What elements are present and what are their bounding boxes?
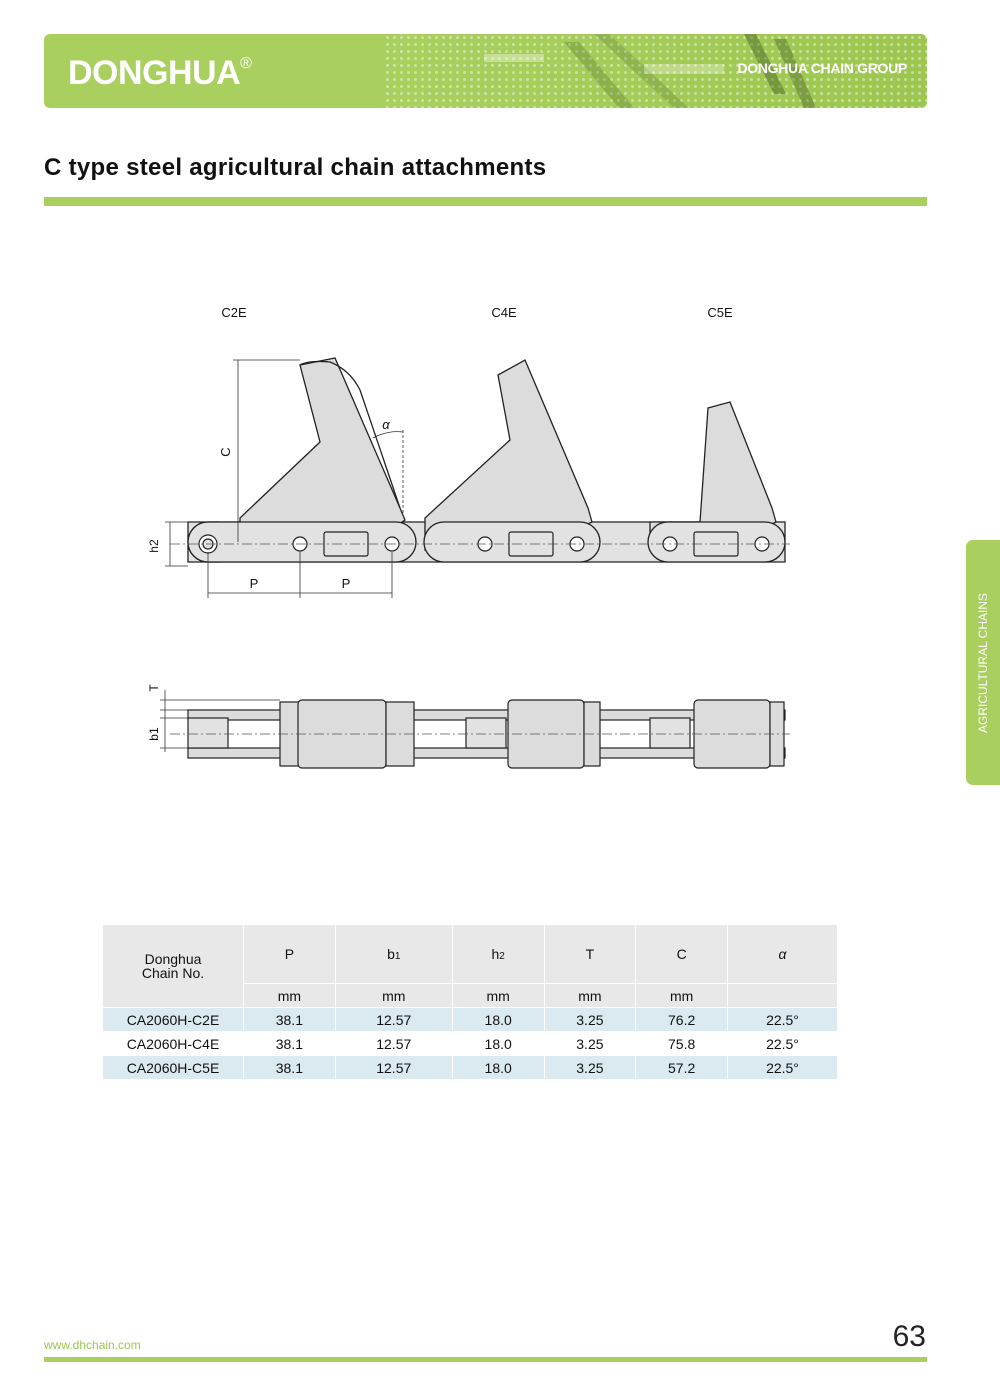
table-cell: 75.8 [635, 1031, 728, 1056]
table-cell: 22.5° [727, 1031, 838, 1056]
header-p: P [243, 925, 336, 984]
header-b1: b1 [335, 925, 453, 984]
label-p-first: P [250, 576, 259, 591]
table-cell: 18.0 [452, 1007, 545, 1032]
table-row: CA2060H-C4E 38.1 12.57 18.0 3.25 75.8 22… [103, 1031, 838, 1056]
table-cell: 76.2 [635, 1007, 728, 1032]
unit-cell: mm [544, 983, 637, 1008]
header-t: T [544, 925, 637, 984]
section-side-tab[interactable]: AGRICULTURAL CHAINS [966, 540, 1000, 785]
page-number: 63 [892, 1320, 926, 1353]
unit-cell: mm [452, 983, 545, 1008]
label-p-second: P [342, 576, 351, 591]
table-units-row: mm mm mm mm mm [103, 983, 838, 1008]
label-b1: b1 [147, 727, 161, 741]
unit-cell: mm [335, 983, 453, 1008]
table-cell: 18.0 [452, 1055, 545, 1079]
label-alpha: α [382, 417, 390, 432]
table-cell: 18.0 [452, 1031, 545, 1056]
table-cell: 12.57 [335, 1055, 453, 1079]
header-c: C [635, 925, 728, 984]
side-tab-label: AGRICULTURAL CHAINS [976, 592, 990, 733]
label-c4e: C4E [491, 305, 517, 320]
unit-cell: mm [243, 983, 336, 1008]
table-row: CA2060H-C5E 38.1 12.57 18.0 3.25 57.2 22… [103, 1055, 838, 1079]
table-cell: 12.57 [335, 1007, 453, 1032]
banner-dot-pattern [384, 34, 927, 108]
chain-attachment-drawing: C2E C4E C5E C α h2 P P T b1 [147, 305, 790, 769]
banner-machinery-image [484, 34, 816, 108]
table-cell: 22.5° [727, 1007, 838, 1032]
table-cell: 3.25 [544, 1031, 637, 1056]
label-h2: h2 [147, 539, 161, 553]
cell-chain-no: CA2060H-C2E [103, 1007, 244, 1032]
label-t: T [147, 684, 161, 692]
cell-chain-no: CA2060H-C4E [103, 1031, 244, 1056]
table-cell: 3.25 [544, 1055, 637, 1079]
cell-chain-no: CA2060H-C5E [103, 1055, 244, 1079]
group-name: DONGHUA CHAIN GROUP [737, 60, 907, 76]
table-cell: 22.5° [727, 1055, 838, 1079]
header-alpha: α [727, 925, 838, 984]
table-cell: 57.2 [635, 1055, 728, 1079]
table-row: CA2060H-C2E 38.1 12.57 18.0 3.25 76.2 22… [103, 1007, 838, 1032]
label-c5e: C5E [707, 305, 733, 320]
unit-cell [727, 983, 838, 1008]
table-cell: 12.57 [335, 1031, 453, 1056]
table-cell: 38.1 [243, 1031, 336, 1056]
page-title: C type steel agricultural chain attachme… [44, 154, 547, 181]
footer-website-link[interactable]: www.dhchain.com [44, 1338, 141, 1352]
header-h2: h2 [452, 925, 545, 984]
table-cell: 3.25 [544, 1007, 637, 1032]
table-cell: 38.1 [243, 1007, 336, 1032]
footer-bar [44, 1357, 927, 1362]
table-cell: 38.1 [243, 1055, 336, 1079]
header-banner: DONGHUA® DONGHUA CHAIN GROUP [44, 34, 927, 108]
donghua-logo: DONGHUA® [68, 54, 252, 92]
title-underline [44, 197, 927, 206]
label-c2e: C2E [221, 305, 247, 320]
label-c-dimension: C [218, 447, 233, 456]
unit-cell: mm [635, 983, 728, 1008]
